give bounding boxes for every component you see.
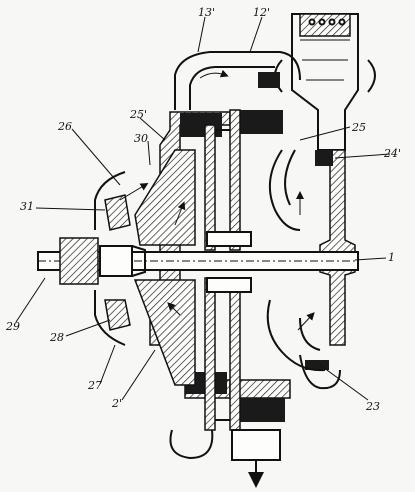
label-25-prime: 25' <box>129 108 147 121</box>
compressor-impeller <box>133 149 196 386</box>
label-26: 26 <box>57 120 72 133</box>
label-29: 29 <box>5 320 20 333</box>
blade-packs <box>180 72 333 422</box>
label-12-prime: 12' <box>253 6 270 19</box>
label-13-prime: 13' <box>198 6 215 19</box>
main-shaft <box>37 237 359 285</box>
label-30: 30 <box>134 132 148 145</box>
label-24-prime: 24' <box>383 147 401 160</box>
label-25: 25 <box>351 121 366 134</box>
part-labels: 13' 12' 25' 25 30 26 24' 31 1 29 28 27 2… <box>5 6 401 413</box>
inlet-duct <box>94 171 186 346</box>
top-volute-duct <box>174 51 301 110</box>
label-1: 1 <box>388 251 395 264</box>
top-exhaust-stack <box>274 13 376 151</box>
right-return-channels <box>266 149 341 390</box>
bottom-outlet <box>169 429 281 488</box>
leader-lines <box>15 16 391 401</box>
rotor-disks <box>204 109 252 431</box>
label-23: 23 <box>365 400 380 413</box>
label-27: 27 <box>87 379 102 392</box>
label-2-prime: 2' <box>111 397 122 410</box>
label-28: 28 <box>49 331 64 344</box>
label-31: 31 <box>20 200 34 213</box>
